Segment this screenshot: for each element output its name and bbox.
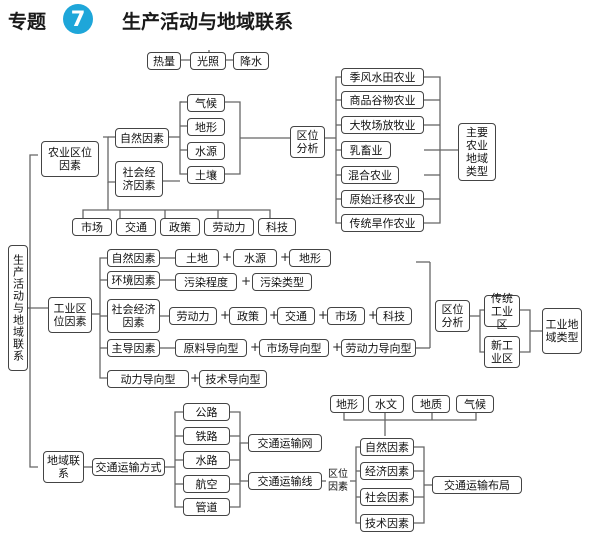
link-social-factors: 社会因素	[360, 488, 414, 506]
ind-env-factors: 环境因素	[107, 271, 160, 289]
ind-natural-factors: 自然因素	[107, 249, 160, 267]
ind-tech: 科技	[376, 307, 412, 325]
agri-type-7: 传统旱作农业	[341, 214, 424, 232]
transport-network: 交通运输网	[248, 434, 322, 452]
agri-social-factors: 社会经济因素	[115, 161, 163, 197]
regional-links: 地域联系	[43, 451, 84, 483]
mode-pipeline: 管道	[183, 498, 230, 516]
ind-location-factors: 工业区位因素	[48, 297, 92, 333]
mode-rail: 铁路	[183, 427, 230, 445]
agri-location-analysis: 区位分析	[290, 126, 325, 158]
topic-number-badge: 7	[63, 4, 93, 34]
location-factors-label: 区位因素	[326, 465, 350, 497]
agri-type-5: 混合农业	[341, 166, 399, 184]
ind-labor: 劳动力	[169, 307, 217, 325]
link-climate: 气候	[456, 395, 494, 413]
agri-labor: 劳动力	[204, 218, 254, 236]
link-tech-factors: 技术因素	[360, 514, 414, 532]
transport-modes: 交通运输方式	[92, 458, 165, 476]
agri-type-6: 原始迁移农业	[341, 190, 424, 208]
header-prefix: 专题	[8, 11, 47, 33]
agri-policy: 政策	[160, 218, 200, 236]
agri-main-types: 主要农业地域类型	[458, 123, 496, 181]
link-economic-factors: 经济因素	[360, 462, 414, 480]
mode-water: 水路	[183, 451, 230, 469]
transport-layout: 交通运输布局	[432, 476, 522, 494]
ind-land: 土地	[175, 249, 219, 267]
ind-regional-types: 工业地域类型	[542, 308, 582, 354]
ind-market: 市场	[327, 307, 365, 325]
plus-sign: +	[222, 250, 233, 264]
ind-market-oriented: 市场导向型	[259, 339, 329, 357]
agri-water: 水源	[187, 142, 225, 160]
ind-pollution-level: 污染程度	[175, 273, 237, 291]
ind-tech-oriented: 技术导向型	[199, 370, 267, 388]
agri-type-4: 乳畜业	[341, 141, 391, 159]
agri-type-3: 大牧场放牧业	[341, 116, 424, 134]
plus-sign: +	[241, 274, 252, 288]
ind-transport: 交通	[277, 307, 315, 325]
transport-line: 交通运输线	[248, 472, 322, 490]
agri-soil: 土壤	[187, 166, 225, 184]
agri-factor-heat: 热量	[147, 52, 181, 70]
page-title: 生产活动与地域联系	[122, 11, 294, 33]
plus-sign: +	[280, 250, 291, 264]
root-node: 生产活动与地域联系	[8, 245, 28, 371]
agri-tech: 科技	[258, 218, 296, 236]
ind-terrain: 地形	[289, 249, 331, 267]
link-geology: 地质	[412, 395, 450, 413]
ind-policy: 政策	[229, 307, 267, 325]
ind-traditional-region: 传统工业区	[484, 292, 520, 331]
link-terrain: 地形	[330, 395, 364, 413]
plus-sign: +	[190, 371, 201, 385]
ind-labor-oriented: 劳动力导向型	[341, 339, 416, 357]
mode-road: 公路	[183, 403, 230, 421]
agri-transport: 交通	[116, 218, 156, 236]
plus-sign: +	[250, 340, 261, 354]
ind-raw-material-oriented: 原料导向型	[175, 339, 247, 357]
agri-climate: 气候	[187, 94, 225, 112]
ind-power-oriented: 动力导向型	[107, 370, 189, 388]
agri-terrain: 地形	[187, 118, 225, 136]
plus-sign: +	[368, 308, 379, 322]
ind-new-region: 新工业区	[484, 336, 520, 368]
concept-map: 生产活动与地域联系 农业区位因素 热量 光照 降水 自然因素 社会经济因素 气候…	[0, 40, 600, 542]
plus-sign: +	[269, 308, 280, 322]
ind-water: 水源	[233, 249, 277, 267]
header: 专题 7 生产活动与地域联系	[0, 0, 600, 40]
agri-factor-rain: 降水	[233, 52, 269, 70]
agri-natural-factors: 自然因素	[115, 128, 169, 148]
agri-location-factors: 农业区位因素	[41, 141, 99, 177]
mode-air: 航空	[183, 475, 230, 493]
link-hydrology: 水文	[368, 395, 404, 413]
plus-sign: +	[220, 308, 231, 322]
agri-market: 市场	[72, 218, 112, 236]
agri-type-1: 季风水田农业	[341, 68, 424, 86]
link-natural-factors: 自然因素	[360, 438, 414, 456]
ind-social-factors: 社会经济因素	[107, 299, 160, 333]
ind-pollution-type: 污染类型	[252, 273, 312, 291]
plus-sign: +	[318, 308, 329, 322]
agri-type-2: 商品谷物农业	[341, 91, 424, 109]
ind-dominant-factors: 主导因素	[107, 339, 160, 357]
agri-factor-light: 光照	[190, 52, 226, 70]
plus-sign: +	[332, 340, 343, 354]
ind-location-analysis: 区位分析	[435, 300, 470, 332]
